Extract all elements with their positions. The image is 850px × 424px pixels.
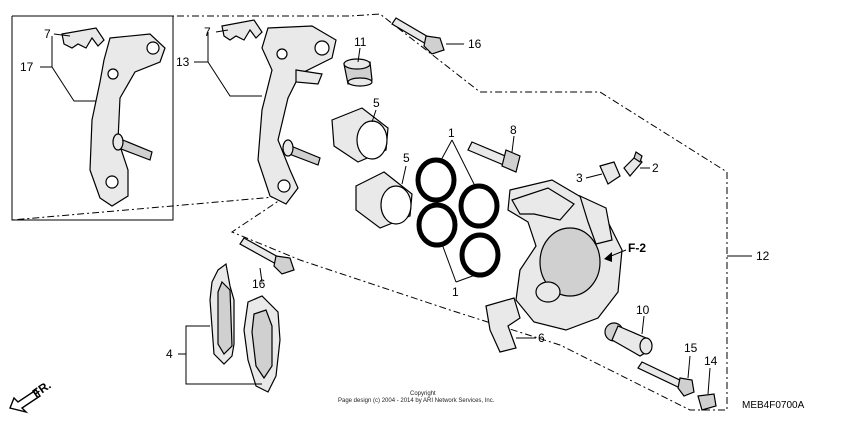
pin-10 bbox=[604, 322, 653, 357]
callout-7-left: 7 bbox=[44, 27, 51, 41]
caliper-body bbox=[507, 179, 623, 331]
bolt-16-top bbox=[391, 17, 445, 55]
plug-14 bbox=[697, 393, 717, 411]
brake-pad-4-left bbox=[209, 262, 235, 365]
callout-4: 4 bbox=[166, 347, 173, 361]
callout-lines bbox=[40, 29, 752, 395]
bolt-16-mid bbox=[239, 237, 295, 275]
reference-f2: F-2 bbox=[628, 241, 646, 255]
bracket-17 bbox=[89, 33, 166, 207]
pad-spring-6 bbox=[485, 297, 521, 353]
clip-7-mid bbox=[221, 19, 263, 41]
bracket-13 bbox=[257, 25, 337, 205]
copyright-line1: Copyright bbox=[410, 391, 436, 397]
diagram-code: MEB4F0700A bbox=[742, 400, 805, 411]
callout-17: 17 bbox=[20, 60, 34, 74]
assembly-boundary-12 bbox=[11, 13, 728, 411]
callout-16-mid: 16 bbox=[252, 277, 266, 291]
pin-bolt-15 bbox=[637, 361, 695, 397]
front-arrow-icon bbox=[9, 389, 41, 414]
callout-16-top: 16 bbox=[468, 37, 482, 51]
callout-5-bottom: 5 bbox=[403, 151, 410, 165]
callout-2: 2 bbox=[652, 161, 659, 175]
callout-11: 11 bbox=[354, 35, 367, 49]
callout-8: 8 bbox=[510, 123, 517, 137]
seals-1 bbox=[415, 157, 501, 278]
callout-7-mid: 7 bbox=[204, 25, 211, 39]
callout-14: 14 bbox=[704, 354, 718, 368]
callout-13: 13 bbox=[176, 55, 190, 69]
bleeder-valve-2 bbox=[623, 151, 643, 177]
callout-10: 10 bbox=[636, 303, 650, 317]
clip-7-left bbox=[61, 27, 105, 49]
callout-12: 12 bbox=[756, 249, 770, 263]
callout-6: 6 bbox=[538, 331, 545, 345]
callout-1-bottom: 1 bbox=[452, 285, 459, 299]
piston-5-bottom bbox=[355, 171, 413, 229]
pin-8 bbox=[467, 141, 521, 173]
callout-3: 3 bbox=[576, 171, 583, 185]
bleeder-cap-3 bbox=[599, 161, 621, 185]
callout-15: 15 bbox=[684, 341, 698, 355]
callout-5-top: 5 bbox=[373, 96, 380, 110]
brake-pad-4-right bbox=[243, 295, 281, 393]
piston-5-top bbox=[331, 107, 389, 163]
copyright-line2: Page design (c) 2004 - 2014 by ARI Netwo… bbox=[338, 398, 495, 404]
callout-1-top: 1 bbox=[448, 126, 455, 140]
boot-11 bbox=[343, 58, 373, 87]
ref-arrow-f2 bbox=[604, 249, 627, 262]
